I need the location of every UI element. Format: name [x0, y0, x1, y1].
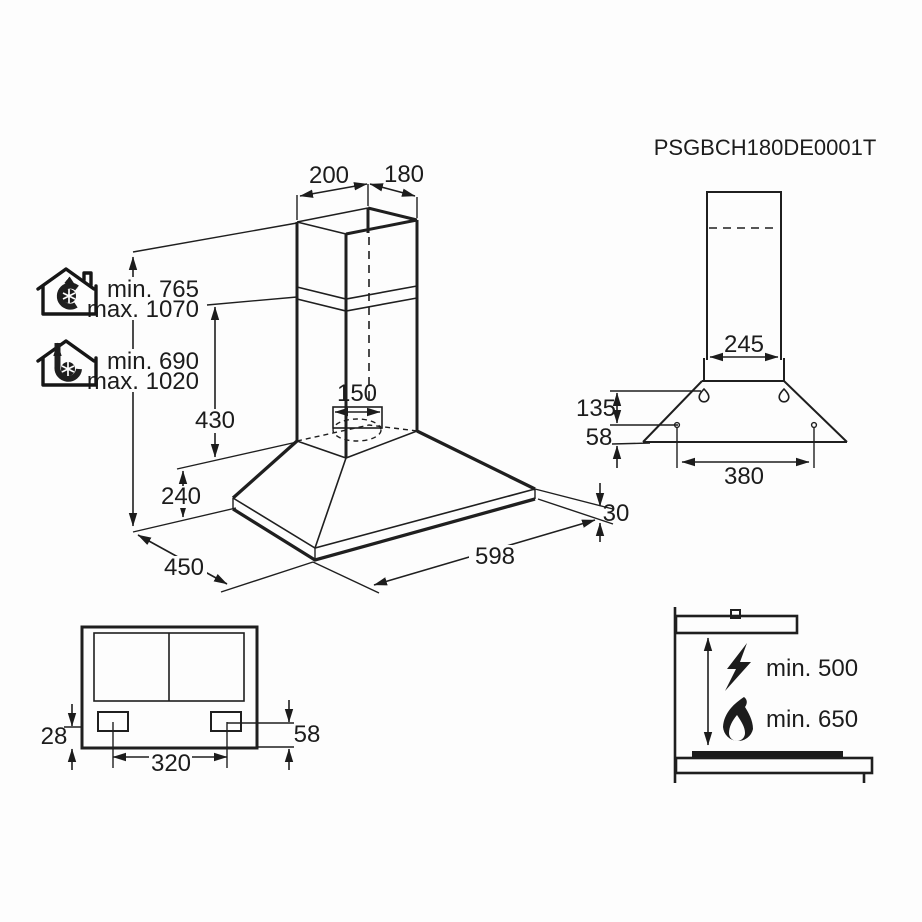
electric-hob-clearance-label: min. 500 [766, 655, 858, 682]
dim-slot-edge-offset: 28 [41, 723, 68, 750]
dim-chimney-top-depth: 180 [384, 161, 424, 188]
dim-recirculation-min: min. 765 [107, 276, 199, 303]
dim-canopy-depth: 450 [164, 554, 204, 581]
lightning-icon [725, 643, 751, 691]
dim-hook-offset: 135 [576, 395, 616, 422]
house-extraction-icon [36, 339, 98, 387]
bottom-view-drawing: 28 58 320 [41, 625, 321, 777]
dim-side-chimney-depth: 245 [724, 331, 764, 358]
house-recirculation-icon [36, 267, 98, 316]
dim-slot-spacing: 320 [151, 750, 191, 777]
duct-stub [730, 609, 741, 619]
clearance-view-drawing: min. 500 min. 650 [673, 607, 874, 783]
flame-icon [723, 697, 753, 741]
dim-recirculation-max: max. 1070 [87, 296, 199, 323]
dim-extraction-max: max. 1020 [87, 368, 199, 395]
dim-hole-offset: 58 [586, 424, 613, 451]
dim-base-thickness: 30 [603, 500, 630, 527]
gas-hob-clearance-label: min. 650 [766, 706, 858, 733]
dim-hole-spacing: 380 [724, 463, 764, 490]
front-view-drawing: 200 180 min. 765 max. 1070 min. 690 max.… [87, 161, 630, 594]
dim-lower-chimney-height: 430 [195, 407, 235, 434]
dim-canopy-width: 598 [475, 543, 515, 570]
dim-duct-diameter: 150 [337, 380, 377, 407]
hob-surface [692, 751, 843, 757]
dim-chimney-top-width: 200 [309, 162, 349, 189]
side-view-drawing: 245 135 58 380 [576, 191, 848, 490]
dim-extraction-min: min. 690 [107, 348, 199, 375]
dim-canopy-height: 240 [161, 483, 201, 510]
dim-slot-top-offset: 58 [294, 721, 321, 748]
model-code: PSGBCH180DE0001T [654, 135, 877, 160]
